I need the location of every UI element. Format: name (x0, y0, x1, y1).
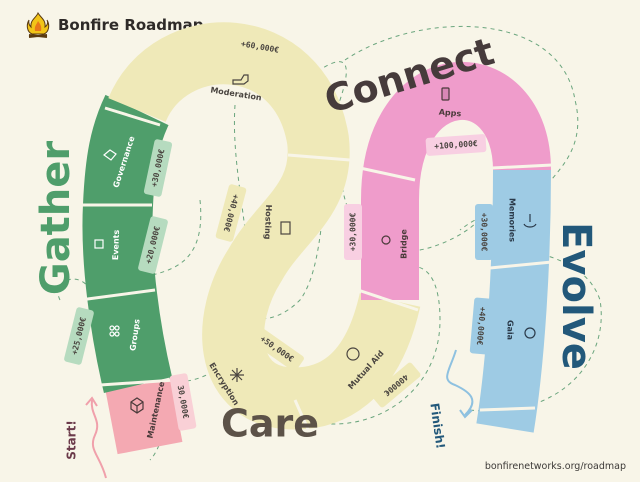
dashed-route (299, 266, 441, 425)
road-evolve (476, 169, 551, 433)
segment-bridge: Bridge (400, 229, 409, 259)
funding-badge: +20,000€ (138, 216, 168, 274)
at-icon (381, 235, 391, 245)
funding-badge: +40,000€ (215, 184, 247, 242)
finish-label: Finish! (427, 402, 447, 450)
stage-evolve: Evolve (553, 222, 599, 370)
calendar-icon (94, 239, 104, 249)
funding-badge: +30,000€ (143, 139, 173, 197)
asterisk-icon (230, 368, 244, 382)
box-icon (130, 397, 144, 414)
start-label: Start! (65, 420, 79, 460)
server-icon (280, 221, 291, 235)
handshake-icon (103, 149, 117, 161)
svg-text:+40,000€: +40,000€ (475, 306, 487, 345)
segment-apps: Apps (438, 108, 461, 119)
svg-text:+100,000€: +100,000€ (434, 139, 478, 151)
funding-badge: 30,000€ (169, 373, 197, 431)
segment-gaia: Gaia (506, 320, 515, 340)
segment-dividers (79, 106, 553, 446)
segment-events: Events (111, 229, 121, 260)
footer-url[interactable]: bonfirenetworks.org/roadmap (484, 461, 626, 472)
svg-text:+30,000€: +30,000€ (480, 213, 489, 252)
hand-icon (232, 74, 249, 85)
dashed-route (344, 25, 579, 201)
bonfire-icon (26, 12, 50, 38)
funding-badge: +30,000€ (475, 204, 493, 260)
funding-badge: +60,000€ (231, 33, 289, 61)
funding-badge: +25,000€ (64, 307, 94, 365)
segment-hosting: Hosting (263, 204, 273, 240)
road-gather (82, 94, 173, 394)
start-arrow (85, 396, 107, 479)
globe-icon (524, 327, 536, 339)
finish-arrow (446, 349, 474, 419)
anchor-icon (523, 214, 537, 228)
phone-icon (441, 87, 450, 101)
segment-memories: Memories (508, 198, 517, 242)
lifebuoy-icon (346, 347, 360, 361)
funding-badge: +100,000€ (425, 134, 487, 156)
dashed-route (57, 278, 91, 301)
page-title: Bonfire Roadmap (58, 16, 204, 34)
road-connect (361, 62, 551, 300)
stage-gather: Gather (33, 141, 79, 296)
road-care (108, 22, 421, 430)
funding-badge: +40,000€ (469, 297, 493, 355)
road-maintenance (105, 378, 183, 455)
people-icon (109, 325, 120, 337)
header: Bonfire Roadmap (26, 12, 204, 38)
stage-care: Care (221, 402, 319, 446)
svg-text:+30,000€: +30,000€ (349, 213, 358, 252)
funding-badge: +30,000€ (344, 204, 362, 260)
segment-groups: Groups (128, 318, 141, 351)
